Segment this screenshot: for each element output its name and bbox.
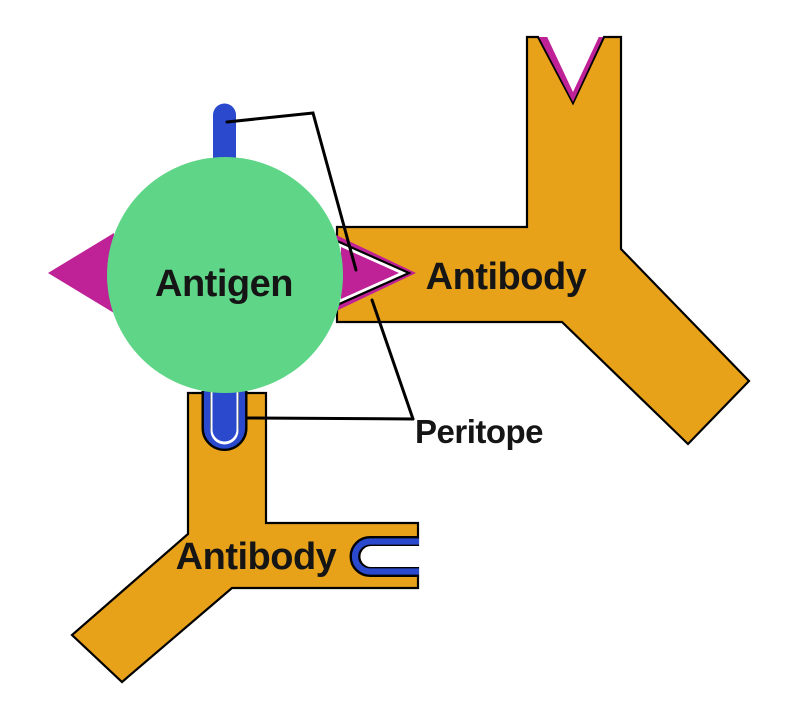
antibody-bottom-label: Antibody xyxy=(176,536,337,578)
peritope-label: Peritope xyxy=(415,413,543,450)
paratope-c-slot-lining xyxy=(351,538,419,575)
paratope-c-slot-interior xyxy=(360,546,420,567)
epitope-triangle-left xyxy=(48,233,114,313)
epitope-rod-bottom xyxy=(212,377,237,442)
paratope-v-interior xyxy=(546,34,600,92)
paratope-u-slot-lining xyxy=(203,391,246,449)
antibody-right-label: Antibody xyxy=(426,256,587,298)
epitope-triangle-right-core xyxy=(341,247,399,299)
leader-line-epitope xyxy=(370,298,415,421)
leader-line-top-rod xyxy=(225,111,358,272)
leader-line-bottom-rod xyxy=(246,416,415,421)
antibody-bottom-shape xyxy=(70,391,420,684)
antibody-right-shape xyxy=(335,35,751,446)
antigen-circle xyxy=(107,157,343,393)
antigen-label: Antigen xyxy=(155,263,293,305)
